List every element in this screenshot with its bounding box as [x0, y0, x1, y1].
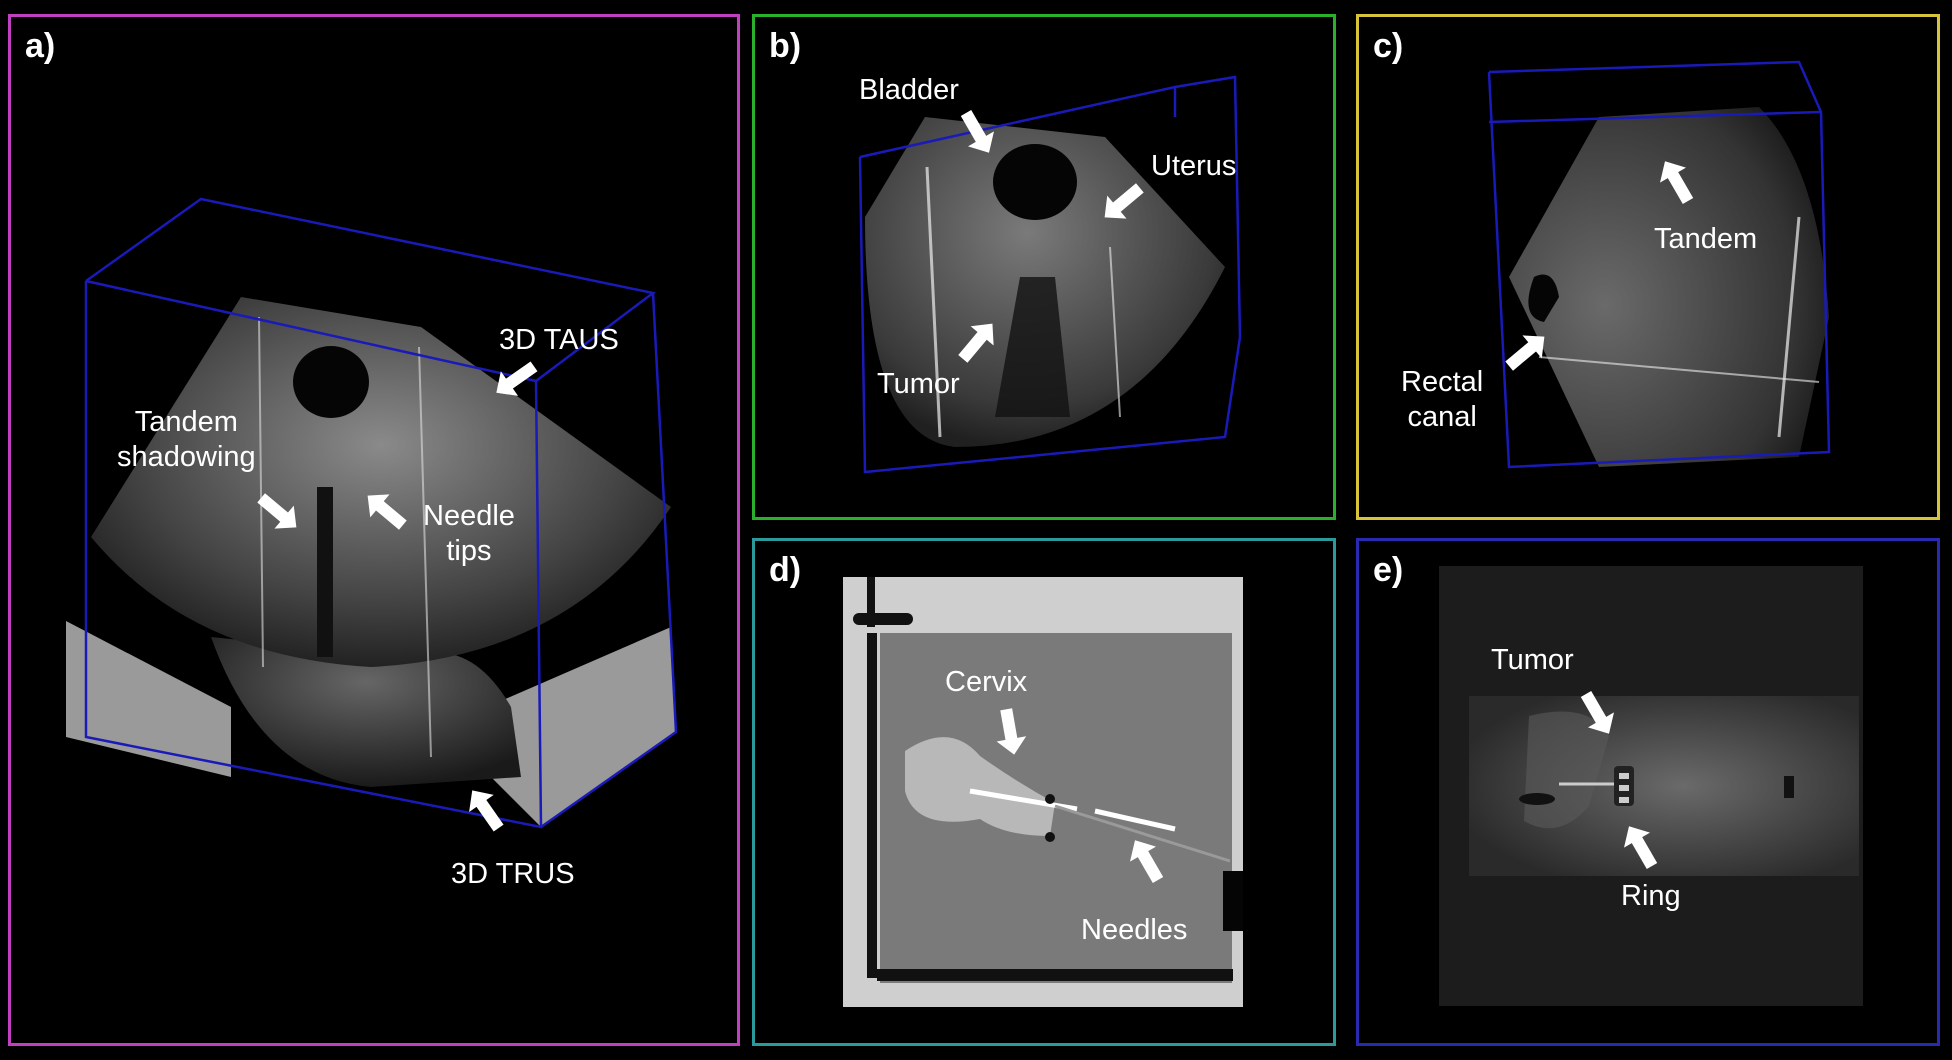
- ultrasound-tandem-rectal: [1487, 60, 1831, 469]
- ct-cervix-needles: [843, 577, 1243, 1007]
- panel-a: a) 3D TAUS Tandem shadowing Needle tips …: [8, 14, 740, 1046]
- panel-d: d) Cervix Needles: [752, 538, 1336, 1046]
- annotation-ring: Ring: [1621, 880, 1681, 912]
- annotation-tandem-shadowing: Tandem shadowing: [117, 406, 256, 473]
- annotation-cervix: Cervix: [945, 666, 1028, 698]
- cervix-shape: [905, 737, 1055, 836]
- mri-tumor-ring: [1439, 566, 1863, 1006]
- panel-b: b) Bladder Uterus Tumor: [752, 14, 1336, 520]
- annotation-3d-trus: 3D TRUS: [451, 858, 575, 890]
- annotation-needle-tips: Needle tips: [423, 500, 515, 567]
- grey-floor-left: [66, 621, 231, 777]
- bladder-region: [993, 144, 1077, 220]
- annotation-needles: Needles: [1081, 914, 1188, 946]
- tandem-shadow: [317, 487, 333, 657]
- annotation-tandem: Tandem: [1654, 223, 1758, 255]
- ultrasound-volume-taus-trus: [66, 197, 678, 829]
- panel-c: c) Tandem Rectal canal: [1356, 14, 1940, 520]
- panel-b-label: b): [769, 27, 802, 65]
- annotation-rectal-canal: Rectal canal: [1401, 366, 1484, 433]
- annotation-tumor: Tumor: [877, 368, 960, 400]
- trus-fan: [211, 637, 521, 787]
- panel-e: e) Tumor Ring: [1356, 538, 1940, 1046]
- taus-fan: [91, 297, 671, 667]
- bladder-region: [293, 346, 369, 418]
- annotation-uterus: Uterus: [1151, 150, 1237, 182]
- panel-d-label: d): [769, 551, 802, 589]
- c-fan: [1509, 107, 1829, 467]
- ultrasound-bladder-uterus: [858, 75, 1242, 474]
- panel-a-label: a): [25, 27, 56, 65]
- panel-c-label: c): [1373, 27, 1404, 65]
- annotation-bladder: Bladder: [859, 74, 959, 106]
- panel-e-label: e): [1373, 551, 1404, 589]
- annotation-tumor: Tumor: [1491, 644, 1574, 676]
- annotation-3d-taus: 3D TAUS: [499, 324, 619, 356]
